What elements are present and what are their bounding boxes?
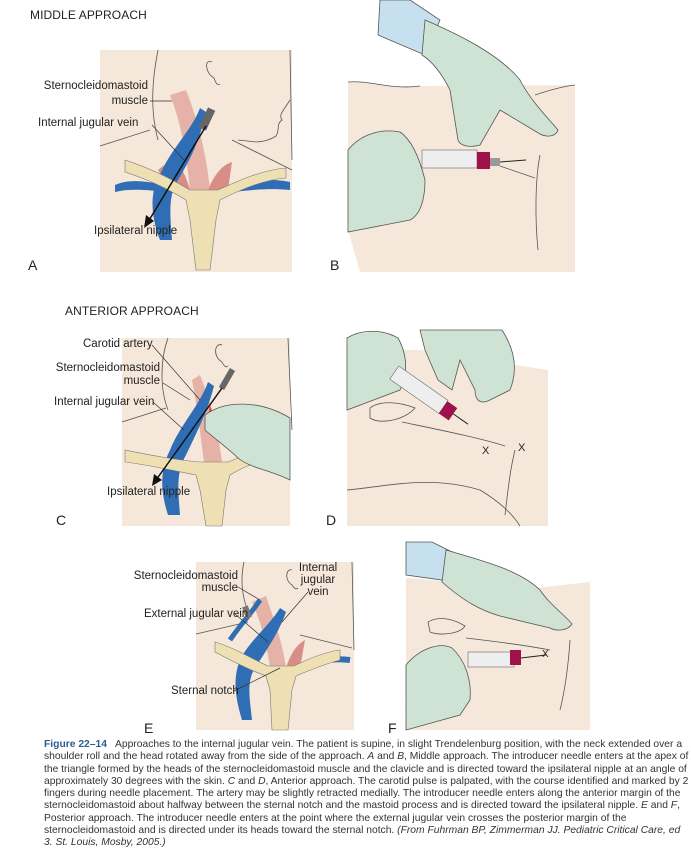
arrow-icon (152, 474, 162, 486)
panel-letter-c: C (56, 512, 67, 528)
skin-mark-x-2: X (518, 442, 526, 454)
label-scm-a-2: muscle (111, 95, 148, 107)
glove-bottom-hand (405, 645, 471, 731)
glove-bottom-hand (347, 130, 426, 233)
caption-text-1: Approaches to the internal jugular vein.… (44, 739, 683, 763)
middle-approach-title: MIDDLE APPROACH (30, 8, 147, 22)
panel-b: B (330, 0, 691, 280)
face-profile (237, 99, 291, 143)
ear-icon (206, 60, 221, 86)
glove-palpating-hand (204, 403, 291, 481)
syringe-barrel (421, 149, 478, 169)
panel-letter-f: F (388, 720, 397, 736)
caption-text-3: , Anterior approach. The carotid pulse i… (44, 775, 689, 812)
caption-ref-b: B (397, 751, 405, 763)
syringe-barrel (467, 651, 515, 668)
anterior-approach-title: ANTERIOR APPROACH (65, 304, 199, 318)
panel-f: X F (380, 530, 691, 740)
label-ijv-a: Internal jugular vein (38, 117, 139, 129)
label-scm-a-1: Sternocleidomastoid (43, 80, 148, 92)
figure-label: Figure 22–14 (44, 739, 107, 750)
caption-ref-c: C (227, 775, 236, 787)
panel-letter-e: E (144, 720, 154, 736)
caption-ref-e: E (641, 800, 648, 812)
figure-caption: Figure 22–14 Approaches to the internal … (44, 739, 689, 850)
caption-and: and (647, 800, 671, 812)
glove-top-hand (441, 549, 573, 631)
skin-mark-x-f: X (542, 649, 549, 660)
caption-ref-f: F (670, 800, 678, 812)
skin-mark-x-1: X (482, 445, 490, 457)
caption-text-4: , Posterior approach. The introducer nee… (44, 800, 680, 837)
syringe-hub (477, 152, 490, 169)
label-scm-c-1: Sternocleidomastoid (55, 362, 160, 374)
caption-ref-d: D (258, 775, 266, 787)
caption-text-2: , Middle approach. The introducer needle… (44, 751, 689, 787)
caption-ref-a: A (367, 751, 375, 763)
needle-icon (198, 107, 216, 131)
panel-letter-d: D (326, 512, 337, 528)
procedure-illustration-f (405, 541, 590, 731)
label-scm-e-2: muscle (201, 582, 238, 594)
ear-icon (427, 618, 466, 635)
glove-palpating-fingers (419, 329, 515, 403)
panel-e: Sternocleidomastoid muscle Internal jugu… (100, 530, 400, 740)
procedure-illustration-b (347, 0, 576, 272)
label-carotid-c: Carotid artery (83, 338, 153, 350)
label-ijv-c: Internal jugular vein (54, 396, 155, 408)
label-scm-c-2: muscle (123, 375, 160, 387)
needle-icon (242, 605, 252, 619)
label-nipple-c: Ipsilateral nipple (107, 486, 191, 498)
panel-c: Carotid artery Sternocleidomastoid muscl… (0, 290, 330, 530)
syringe-hub (438, 401, 458, 421)
label-ijv-e-3: vein (307, 586, 329, 598)
needle-icon (218, 367, 236, 391)
label-nipple-a: Ipsilateral nipple (94, 225, 178, 237)
caption-and: and (235, 775, 259, 787)
panel-letter-a: A (28, 257, 38, 273)
ear-icon (369, 402, 416, 422)
glove-top-hand (421, 19, 559, 147)
label-ejv-e: External jugular vein (144, 608, 249, 620)
label-sternal-notch-e: Sternal notch (171, 685, 239, 697)
caption-and: and (374, 751, 398, 763)
label-scm-e-1: Sternocleidomastoid (133, 570, 238, 582)
panel-d: X X D (326, 290, 691, 530)
neck-anatomy-illustration-c (121, 337, 293, 527)
arrow-icon (144, 215, 154, 228)
panel-letter-b: B (330, 257, 340, 273)
label-ijv-e-2: jugular (300, 574, 336, 586)
procedure-illustration-d (346, 329, 548, 527)
neck-anatomy-illustration-e (195, 561, 355, 731)
panel-a: Sternocleidomastoid muscle Internal jugu… (0, 0, 330, 280)
syringe-hub (510, 650, 521, 665)
ear-icon (215, 344, 229, 368)
neck-anatomy-illustration-a (99, 49, 293, 272)
label-ijv-e-1: Internal (298, 562, 338, 574)
ear-icon (286, 569, 299, 590)
